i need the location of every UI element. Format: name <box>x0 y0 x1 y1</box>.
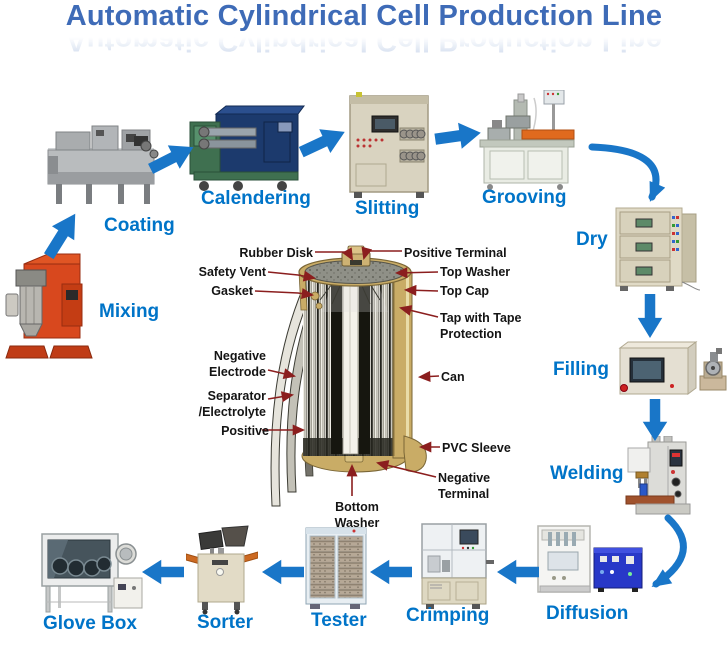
glove-box-machine-image <box>41 533 143 613</box>
battery-label-bottom-washer: Bottom Washer <box>334 500 380 530</box>
flow-arrow-slitting-to-grooving <box>434 122 481 149</box>
crimping-machine-image <box>421 523 494 609</box>
battery-label-negative-terminal: Negative Terminal <box>438 471 491 501</box>
flow-arrow-mixing-to-coating <box>43 213 76 260</box>
diffusion-machine-image <box>537 525 643 593</box>
flow-arrow-calendering-to-slitting <box>298 129 345 158</box>
welding-label: Welding <box>550 463 624 484</box>
calendering-machine-image <box>189 105 305 191</box>
page-title: Automatic Cylindrical Cell Production Li… <box>65 0 663 32</box>
tester-label: Tester <box>311 610 367 631</box>
grooving-label: Grooving <box>482 187 567 208</box>
battery-label-can: Can <box>441 370 465 384</box>
battery-label-positive-terminal: Positive Terminal <box>404 246 507 260</box>
battery-label-pvc-sleeve: PVC Sleeve <box>442 441 511 455</box>
flow-arrow-dry-to-filling <box>637 294 663 338</box>
flow-arrow-tester-to-sorter <box>262 559 304 585</box>
flow-arrow-sorter-to-glove-box <box>142 559 184 585</box>
flow-arrow-welding-to-diffusion <box>651 514 687 588</box>
filling-machine-image <box>618 341 727 395</box>
battery-label-rubber-disk: Rubber Disk <box>239 246 313 260</box>
flow-arrow-diffusion-to-crimping <box>497 559 539 585</box>
battery-label-gasket: Gasket <box>211 284 253 298</box>
title-block: Automatic Cylindrical Cell Production Li… <box>0 0 728 57</box>
battery-cutaway-image <box>270 245 427 507</box>
welding-machine-image <box>625 436 691 515</box>
filling-label: Filling <box>553 359 609 380</box>
grooving-machine-image <box>479 90 575 190</box>
battery-label-tap-with-tape: Tap with Tape Protection <box>440 311 522 341</box>
battery-label-top-cap: Top Cap <box>440 284 490 298</box>
battery-label-positive: Positive <box>221 424 269 438</box>
coating-label: Coating <box>104 215 175 236</box>
crimping-label: Crimping <box>406 605 490 626</box>
battery-label-separator-electrolyte: Separator /Electrolyte <box>198 389 266 419</box>
mixing-machine-image <box>5 253 93 359</box>
mixing-label: Mixing <box>99 301 160 322</box>
sorter-label: Sorter <box>197 612 253 633</box>
flow-arrow-grooving-to-dry <box>588 143 666 202</box>
flow-arrow-coating-to-calendering <box>148 145 194 174</box>
sorter-machine-image <box>186 525 258 615</box>
battery-label-top-washer: Top Washer <box>440 265 511 279</box>
coating-machine-image <box>47 125 159 204</box>
calendering-label: Calendering <box>201 188 311 209</box>
battery-label-negative-electrode: Negative Electrode <box>209 349 266 379</box>
slitting-label: Slitting <box>355 198 420 219</box>
glove-box-label: Glove Box <box>43 613 137 634</box>
dry-label: Dry <box>576 229 608 250</box>
tester-machine-image <box>305 527 367 609</box>
flow-arrow-filling-to-welding <box>642 399 668 441</box>
dry-machine-image <box>615 207 701 291</box>
page-title-reflection: Automatic Cylindrical Cell Production Li… <box>65 24 663 57</box>
flow-arrow-crimping-to-tester <box>370 559 412 585</box>
slitting-machine-image <box>349 92 429 198</box>
battery-label-safety-vent: Safety Vent <box>198 265 266 279</box>
diffusion-label: Diffusion <box>546 603 629 624</box>
